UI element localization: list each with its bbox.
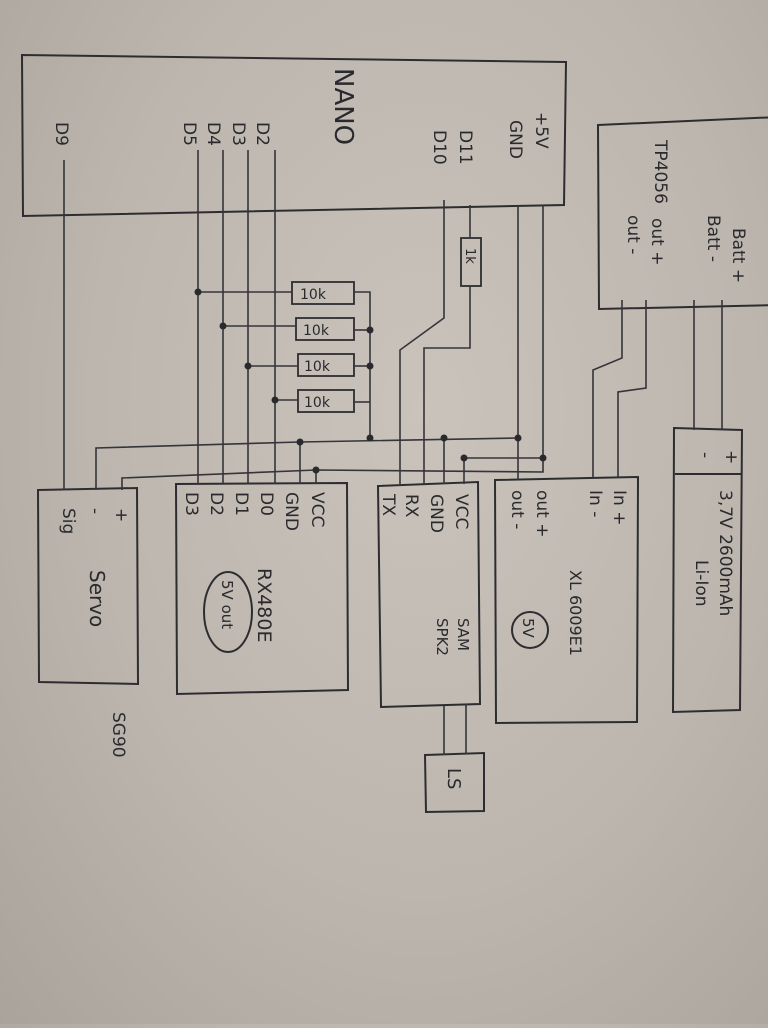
resistor-r4-label: 10k [304, 395, 331, 411]
nano-pin-d2: D2 [252, 122, 272, 146]
nano-pin-d4: D4 [203, 122, 223, 146]
booster-in-plus: In + [609, 490, 629, 525]
nano-pin-d3: D3 [228, 122, 248, 146]
resistor-series [460, 237, 482, 287]
junction-bus-3 [366, 434, 374, 442]
sound-pin-rx: RX [401, 494, 421, 518]
resistor-r3 [297, 353, 355, 377]
resistor-r1-label: 10k [300, 287, 327, 303]
tp4056-module: TP4056 Batt + Batt - out + out - [596, 116, 768, 311]
nano-pin-d5: D5 [179, 122, 199, 146]
junction-gnd-main [514, 434, 522, 442]
speaker [423, 751, 485, 814]
servo-pin-sig: Sig [58, 508, 78, 534]
nano-pin-d11: D11 [455, 130, 475, 165]
servo: + - Sig Servo SG90 [36, 486, 140, 758]
nano-title: NANO [328, 68, 358, 145]
rx-pin-vcc: VCC [307, 492, 327, 527]
resistor-series-label: 1k [462, 248, 477, 264]
junction-5v-sound [460, 454, 468, 462]
junction-5v-main [539, 454, 547, 462]
resistor-r3-label: 10k [304, 359, 331, 375]
servo-title: Servo [85, 570, 109, 627]
tp4056-batt-minus: Batt - [703, 215, 723, 262]
booster-out-minus: out - [507, 490, 527, 529]
tp4056-out-plus: out + [647, 218, 667, 266]
booster-title: XL 6009E1 [566, 570, 585, 656]
battery-capacity: 3,7V 2600mAh [715, 490, 735, 616]
rx-5v-out-circle [203, 571, 253, 653]
sound-pin-gnd: GND [426, 494, 446, 533]
booster-badge: 5V [519, 618, 537, 639]
resistor-r1 [291, 281, 355, 305]
rx480e-receiver: VCC GND D0 D1 D2 D3 RX480E 5V out [174, 481, 350, 696]
junctions [194, 288, 547, 474]
sound-title-line2: SPK2 [433, 618, 451, 656]
resistor-r4 [297, 389, 355, 413]
junction-d4 [219, 322, 227, 330]
junction-d3 [244, 362, 252, 370]
rx-pin-gnd: GND [281, 492, 301, 531]
battery-minus: - [695, 452, 715, 458]
junction-bus-2 [366, 362, 374, 370]
rx-pin-d0: D0 [256, 492, 276, 516]
booster-5v-circle [511, 611, 549, 649]
rx-badge: 5V out [218, 580, 236, 629]
junction-gnd-sound [440, 434, 448, 442]
booster-out-plus: out + [532, 490, 552, 538]
servo-pin-minus: - [85, 508, 105, 514]
tp4056-title: TP4056 [650, 139, 670, 204]
tp4056-out-minus: out - [623, 215, 643, 254]
nano-board: NANO D9 D2 D3 D4 D5 D11 D10 GND +5V [20, 53, 568, 218]
servo-pin-plus: + [111, 508, 131, 522]
sound-title-line1: SAM [454, 618, 472, 651]
battery-plus: + [721, 450, 741, 464]
rx-pin-d3: D3 [181, 492, 201, 516]
junction-d5 [194, 288, 202, 296]
sound-module: VCC GND RX TX SAM SPK2 LS [376, 480, 485, 814]
tp4056-batt-plus: Batt + [728, 228, 748, 283]
nano-pin-d9: D9 [51, 122, 71, 146]
battery-chemistry: Li-Ion [691, 560, 711, 607]
sound-pin-vcc: VCC [451, 494, 471, 529]
rx-pin-d1: D1 [231, 492, 251, 516]
resistor-r2 [295, 317, 355, 341]
servo-model: SG90 [108, 712, 128, 758]
speaker-label: LS [443, 768, 464, 789]
battery: - + 3,7V 2600mAh Li-Ion [671, 426, 744, 714]
resistor-network: 10k 10k 10k 10k 1k [291, 237, 482, 413]
rx-title: RX480E [253, 568, 275, 643]
boost-converter: In + In - out + out - XL 6009E1 5V [493, 475, 640, 725]
junction-gnd-rx [296, 438, 304, 446]
sound-pin-tx: TX [378, 493, 398, 516]
junction-bus-1 [366, 326, 374, 334]
junction-5v-rx [312, 466, 320, 474]
nano-pin-d10: D10 [429, 130, 449, 165]
rx-pin-d2: D2 [206, 492, 226, 516]
nano-pin-5v: +5V [531, 112, 551, 149]
booster-in-minus: In - [585, 490, 605, 517]
junction-d2 [271, 396, 279, 404]
nano-pin-gnd: GND [505, 120, 525, 159]
resistor-r2-label: 10k [303, 323, 330, 339]
